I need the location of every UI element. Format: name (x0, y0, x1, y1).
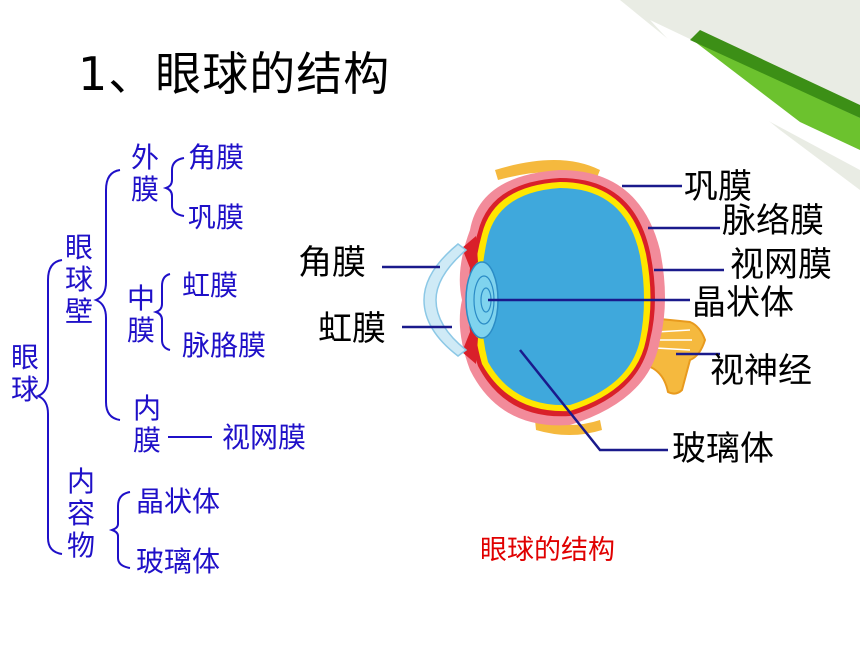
label-vitreous: 玻璃体 (672, 429, 774, 469)
iris (462, 332, 478, 364)
label-optic-nerve: 视神经 (710, 351, 812, 391)
outline-wall: 眼球壁 (64, 231, 93, 328)
outline-middle-item-1: 虹膜 (182, 269, 239, 302)
outline-contents-item-1: 晶状体 (136, 485, 221, 518)
page-title: 1、眼球的结构 (78, 47, 391, 101)
outline-root: 眼球 (10, 341, 39, 406)
outline-inner-item: 视网膜 (222, 421, 307, 454)
outline-middle: 中膜 (126, 282, 155, 347)
outline-contents-item-2: 玻璃体 (136, 545, 221, 578)
label-cornea: 角膜 (298, 243, 366, 283)
outline-outer-item-2: 巩膜 (188, 201, 245, 234)
outline-inner: 内膜 (132, 392, 161, 457)
cornea (423, 243, 468, 357)
outline-middle-item-2: 脉胳膜 (182, 329, 267, 362)
outline-contents: 内容物 (66, 465, 95, 562)
outline-outer: 外膜 (130, 141, 159, 206)
label-sclera: 巩膜 (684, 167, 752, 207)
label-lens: 晶状体 (692, 283, 794, 323)
label-iris: 虹膜 (318, 309, 386, 349)
diagram-caption: 眼球的结构 (480, 535, 615, 566)
optic-nerve (646, 316, 707, 395)
outline-outer-item-1: 角膜 (188, 141, 245, 174)
iris (462, 236, 478, 268)
label-choroid: 脉络膜 (722, 201, 824, 241)
label-retina: 视网膜 (730, 245, 832, 285)
vitreous-body (481, 188, 644, 406)
